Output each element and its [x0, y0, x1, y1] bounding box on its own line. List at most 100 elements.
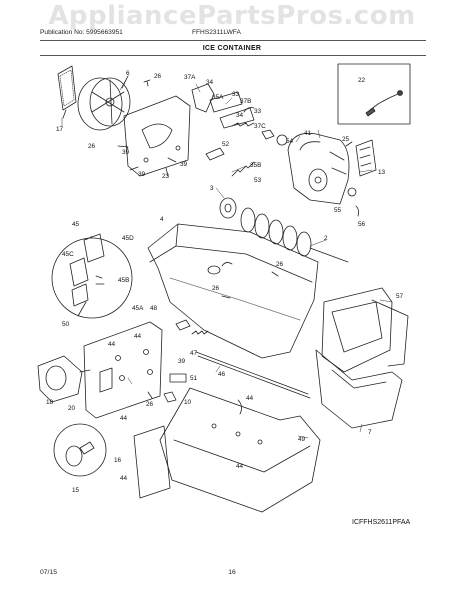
part-label: 41 [304, 130, 312, 137]
part-label: 37C [254, 123, 266, 130]
part-label: 39 [178, 358, 186, 365]
motor-bracket-plate [123, 95, 191, 177]
bottom-plate-49 [159, 387, 321, 513]
bracket-lower-left [133, 425, 171, 499]
header-divider [40, 40, 426, 41]
publication-number: Publication No: 5995663951 [40, 29, 123, 36]
part-label: 44 [120, 475, 128, 482]
part-label: 44 [236, 463, 244, 470]
part-label: 49 [298, 436, 306, 443]
part-label: 39 [180, 161, 188, 168]
part-label: 44 [120, 415, 128, 422]
section-title: ICE CONTAINER [202, 45, 262, 52]
part-label: 50 [62, 321, 70, 328]
bearing-3 [219, 197, 237, 219]
part-label: 45B [118, 277, 129, 284]
screw-26-left [117, 144, 129, 150]
part-label: 6 [126, 70, 130, 77]
part-label: 4 [160, 216, 164, 223]
part-label: 45 [72, 221, 80, 228]
part-label: 26 [212, 285, 220, 292]
inset-box-22 [337, 63, 411, 125]
screw-26-bucket-a [271, 271, 279, 277]
part-label: 48 [150, 305, 158, 312]
part-label: 56 [358, 221, 366, 228]
part-label: 13 [378, 169, 386, 176]
screw-26-lower [147, 391, 153, 399]
part-label: 53 [254, 177, 262, 184]
part-label: 2 [324, 235, 328, 242]
part-label: 39 [122, 149, 130, 156]
part-label: 26 [88, 143, 96, 150]
part-label: 3 [210, 185, 214, 192]
part-label: 10 [184, 399, 192, 406]
bracket-13 [355, 139, 377, 177]
part-label: 16 [114, 457, 122, 464]
part-label: 52 [222, 141, 230, 148]
part-label: 22 [358, 77, 366, 84]
spring-53 [231, 161, 255, 177]
part-label: 55 [334, 207, 342, 214]
grommet-54 [276, 134, 288, 146]
part-label: 25 [342, 136, 350, 143]
part-label: 17 [56, 126, 64, 133]
front-housing-part [315, 349, 403, 429]
cam-10 [163, 391, 177, 403]
ice-bucket-part [147, 223, 319, 359]
screw-26-top [143, 79, 151, 87]
lamp-inset-circle [53, 423, 107, 477]
clip-56 [355, 205, 360, 217]
part-number-labels: 22 6 26 37A 34 35A 33 37B 33 34 37C 41 5… [46, 70, 404, 494]
screw-39-left [129, 166, 139, 171]
fan-wheel-part [77, 75, 131, 131]
part-label: 35B [250, 162, 261, 169]
ring-55 [347, 187, 357, 197]
page-number: 16 [228, 569, 236, 576]
lever-48 [175, 319, 191, 331]
part-label: 45C [62, 251, 74, 258]
part-label: 34 [206, 79, 214, 86]
part-label: 57 [396, 293, 404, 300]
part-label: 45A [132, 305, 144, 312]
rod-46 [195, 351, 309, 395]
part-label: 23 [162, 173, 170, 180]
screw-39-right [167, 157, 177, 163]
rod-46-edge [197, 355, 311, 399]
motor-18 [37, 355, 91, 403]
part-label: 26 [154, 73, 162, 80]
part-label: 46 [218, 371, 226, 378]
screw-25 [345, 141, 353, 147]
part-label: 44 [134, 333, 142, 340]
title-divider [40, 55, 426, 56]
auger-motor-housing [287, 132, 350, 205]
bearing-3-bore [224, 203, 232, 213]
actuator-51 [169, 373, 187, 383]
spring-47 [191, 330, 209, 335]
part-label: 54 [286, 138, 294, 145]
part-label: 18 [46, 399, 54, 406]
part-label: 15 [72, 487, 80, 494]
part-label: 37B [240, 98, 251, 105]
part-label: 33 [254, 108, 262, 115]
part-label: 34 [236, 112, 244, 119]
clip-37c [261, 129, 275, 140]
bracket-52 [205, 147, 225, 161]
control-bracket-20 [83, 321, 163, 419]
part-label: 51 [190, 375, 198, 382]
part-label: 37A [184, 74, 196, 81]
figure-code: ICFFHS2611PFAA [352, 519, 411, 526]
part-label: 44 [246, 395, 254, 402]
filter-pad-part [57, 65, 77, 119]
wire-harness-part [365, 90, 403, 117]
part-label: 33 [232, 91, 240, 98]
model-number: FFHS2311LWFA [192, 29, 241, 36]
part-label: 39 [138, 171, 146, 178]
screw-26-bucket-b [221, 295, 231, 299]
part-label: 7 [368, 429, 372, 436]
part-label: 44 [108, 341, 116, 348]
part-label: 47 [190, 350, 198, 357]
part-label: 20 [68, 405, 76, 412]
part-label: 26 [146, 401, 154, 408]
footer-date: 07/15 [40, 569, 58, 576]
